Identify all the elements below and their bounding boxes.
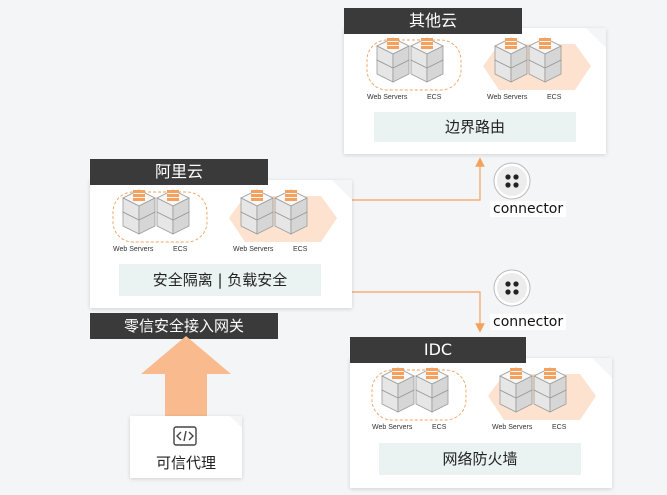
web-servers-label-right: Web Servers (492, 424, 533, 431)
line-to-idc (350, 291, 485, 333)
connector-bottom-label: connector (490, 314, 567, 330)
other-cloud-title: 其他云 (344, 8, 522, 34)
corner-fold (592, 358, 612, 378)
idc-servers: Web Servers ECS Web Servers ECS (370, 366, 600, 436)
idc-band: 网络防火墙 (379, 443, 581, 475)
corner-fold (586, 28, 606, 48)
ecs-label-right: ECS (552, 424, 567, 431)
corner-fold (230, 416, 242, 428)
web-servers-label-right: Web Servers (487, 94, 528, 101)
ecs-label-right: ECS (547, 94, 562, 101)
connector-icon (493, 269, 531, 307)
code-icon (173, 426, 197, 446)
other-cloud-band: 边界路由 (374, 112, 576, 142)
ecs-label-left: ECS (432, 424, 447, 431)
web-servers-label-left: Web Servers (367, 94, 408, 101)
web-servers-label-left: Web Servers (113, 246, 154, 253)
ecs-label-right: ECS (293, 246, 308, 253)
up-arrow-icon (141, 336, 231, 426)
line-to-other-cloud (350, 157, 485, 201)
server-cluster-icons (366, 37, 591, 91)
aliyun-servers: Web Servers ECS Web Servers ECS (111, 188, 341, 258)
gateway-bar: 零信安全接入网关 (90, 313, 278, 339)
idc-title: IDC (350, 337, 526, 363)
server-cluster-icons (112, 189, 337, 243)
web-servers-label-right: Web Servers (233, 246, 274, 253)
aliyun-title: 阿里云 (90, 159, 268, 185)
web-servers-label-left: Web Servers (372, 424, 413, 431)
other-cloud-servers: Web Servers ECS Web Servers ECS (365, 36, 595, 106)
connector-icon (493, 162, 531, 200)
aliyun-band: 安全隔离 | 负载安全 (119, 264, 321, 296)
corner-fold (332, 180, 352, 200)
ecs-label-left: ECS (173, 246, 188, 253)
ecs-label-left: ECS (427, 94, 442, 101)
trusted-proxy-label: 可信代理 (155, 454, 216, 472)
connector-top-label: connector (490, 201, 567, 217)
server-cluster-icons (371, 367, 596, 421)
